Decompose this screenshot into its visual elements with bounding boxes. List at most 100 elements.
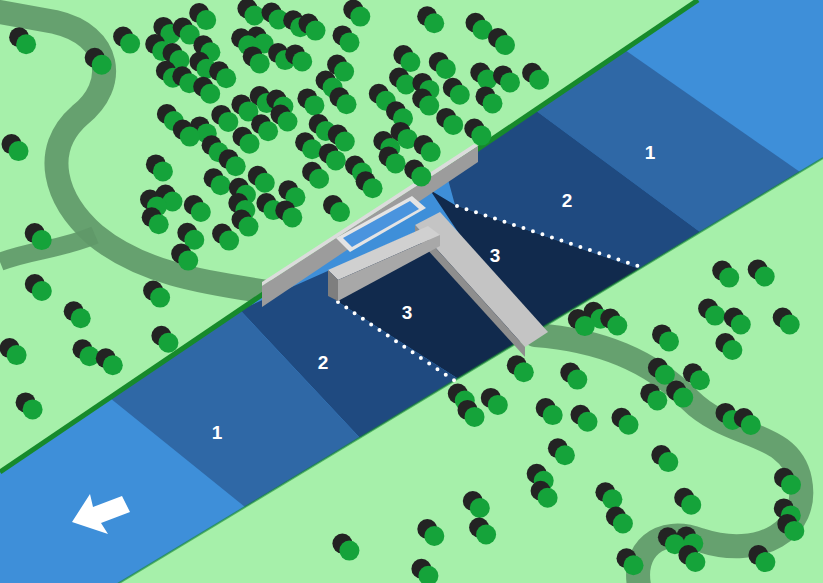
- tree: [683, 363, 710, 390]
- tree-crown: [306, 21, 326, 41]
- tree-crown: [219, 231, 239, 251]
- tree: [777, 514, 804, 541]
- tree-crown: [149, 214, 169, 234]
- tree: [411, 559, 438, 583]
- tree: [469, 518, 496, 545]
- tree: [536, 398, 563, 425]
- tree: [25, 274, 52, 301]
- tree-crown: [218, 112, 238, 132]
- tree: [25, 223, 52, 250]
- weir-crest-side: [328, 270, 338, 301]
- tree-crown: [470, 498, 490, 518]
- tree-crown: [450, 85, 470, 105]
- tree-crown: [150, 288, 170, 308]
- tree-crown: [330, 202, 350, 222]
- tree: [734, 408, 761, 435]
- tree: [773, 308, 800, 335]
- tree: [458, 400, 485, 427]
- tree: [297, 88, 324, 115]
- tree-crown: [309, 169, 329, 189]
- tree-crown: [216, 68, 236, 88]
- tree-crown: [120, 34, 140, 54]
- tree: [0, 338, 27, 365]
- tree: [612, 408, 639, 435]
- tree-crown: [292, 51, 312, 71]
- tree-crown: [250, 53, 270, 73]
- tree: [96, 348, 123, 375]
- tree-crown: [659, 331, 679, 351]
- tree-crown: [424, 526, 444, 546]
- zone-number: 1: [212, 423, 223, 442]
- tree-crown: [685, 552, 705, 572]
- tree-crown: [282, 207, 302, 227]
- tree-crown: [92, 55, 112, 75]
- tree: [748, 260, 775, 287]
- tree-crown: [476, 525, 496, 545]
- zone-number: 2: [562, 191, 573, 210]
- tree-crown: [7, 345, 27, 365]
- tree: [332, 534, 359, 561]
- tree-crown: [784, 521, 804, 541]
- tree: [232, 210, 259, 237]
- tree: [204, 168, 231, 195]
- tree-crown: [465, 407, 485, 427]
- tree: [295, 132, 322, 159]
- tree: [243, 46, 270, 73]
- tree-crown: [471, 126, 491, 146]
- tree-crown: [780, 315, 800, 335]
- tree-crown: [731, 315, 751, 335]
- tree: [73, 339, 100, 366]
- tree: [463, 491, 490, 518]
- tree-crown: [495, 35, 515, 55]
- side-stream: [535, 335, 801, 583]
- tree-crown: [178, 251, 198, 271]
- tree: [595, 482, 622, 509]
- tree-crown: [488, 395, 508, 415]
- tree-crown: [32, 281, 52, 301]
- tree-crown: [719, 268, 739, 288]
- tree-crown: [567, 370, 587, 390]
- tree-crown: [673, 388, 693, 408]
- tree-crown: [781, 475, 801, 495]
- tree: [674, 488, 701, 515]
- tree: [640, 383, 667, 410]
- trees: [0, 0, 804, 583]
- tree: [285, 44, 312, 71]
- tree: [600, 309, 627, 336]
- tree: [173, 120, 200, 147]
- tree-crown: [602, 489, 622, 509]
- tree: [429, 52, 456, 79]
- tree: [146, 154, 173, 181]
- zone-1: [110, 310, 360, 507]
- tree: [143, 281, 170, 308]
- tree: [343, 0, 370, 27]
- tree-crown: [514, 362, 534, 382]
- tree-crown: [32, 230, 52, 250]
- tree: [85, 48, 112, 75]
- weir: [262, 144, 548, 357]
- tree-crown: [500, 72, 520, 92]
- tree: [319, 143, 346, 170]
- tree: [571, 405, 598, 432]
- tree-crown: [200, 84, 220, 104]
- tree: [715, 333, 742, 360]
- fish-pass-channel: [343, 201, 419, 247]
- tree-crown: [578, 412, 598, 432]
- tree: [113, 27, 140, 54]
- tree: [142, 207, 169, 234]
- tree: [678, 545, 705, 572]
- zone-number: 1: [645, 143, 656, 162]
- tree-crown: [71, 308, 91, 328]
- zone-number: 3: [490, 246, 501, 265]
- zone-number: 2: [318, 353, 329, 372]
- tree-crown: [9, 141, 29, 161]
- tree: [617, 548, 644, 575]
- tree: [356, 171, 383, 198]
- tree: [233, 127, 260, 154]
- tree: [481, 388, 508, 415]
- side-stream: [0, 12, 268, 292]
- tree: [417, 6, 444, 33]
